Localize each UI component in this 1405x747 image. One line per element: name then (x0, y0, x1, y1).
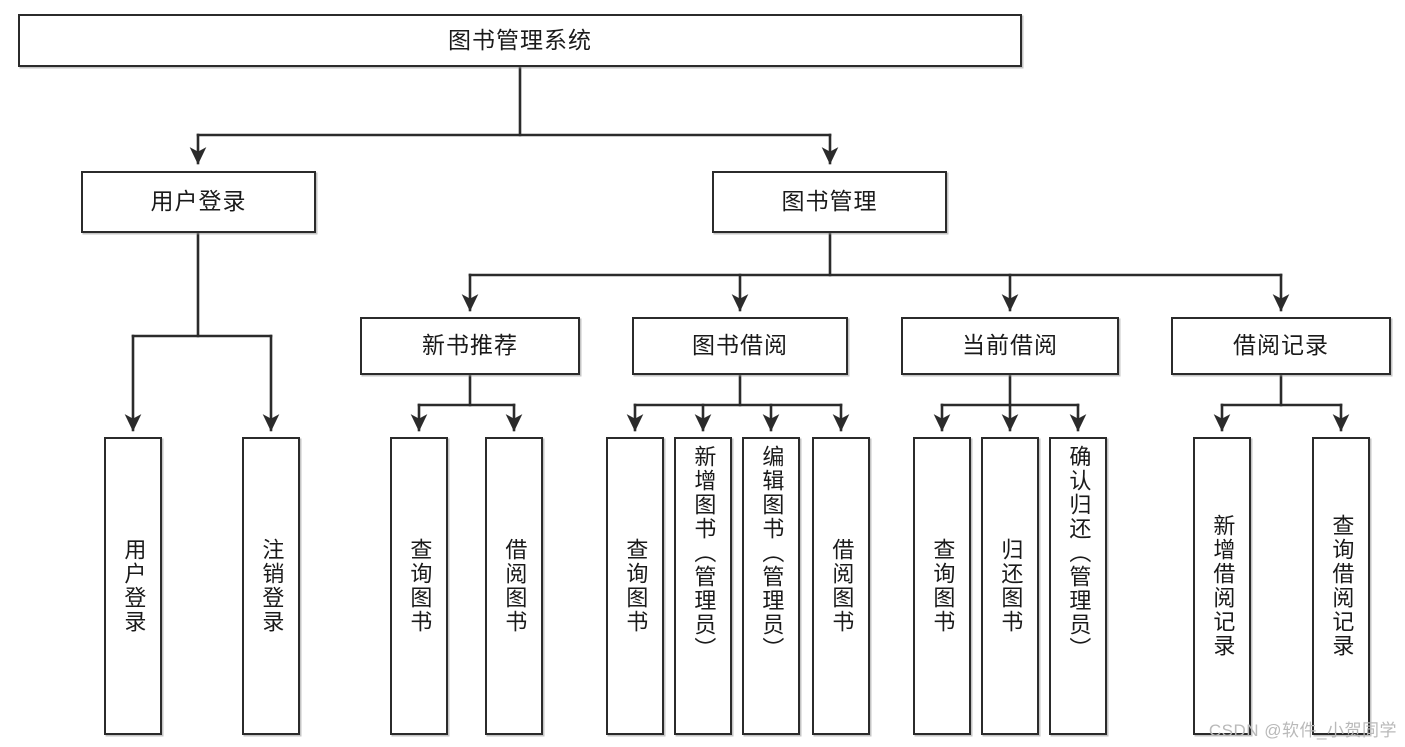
leaf-book-borrow-edit[interactable]: 编辑图书（管理员） (742, 437, 800, 735)
leaf-user-login-login[interactable]: 用户登录 (104, 437, 162, 735)
leaf-new-book-borrow[interactable]: 借阅图书 (485, 437, 543, 735)
node-borrow-record[interactable]: 借阅记录 (1171, 317, 1391, 375)
leaf-current-borrow-return[interactable]: 归还图书 (981, 437, 1039, 735)
node-user-login[interactable]: 用户登录 (81, 171, 316, 233)
node-book-borrow[interactable]: 图书借阅 (632, 317, 848, 375)
leaf-borrow-record-add[interactable]: 新增借阅记录 (1193, 437, 1251, 735)
leaf-book-borrow-add[interactable]: 新增图书（管理员） (674, 437, 732, 735)
leaf-user-login-logout[interactable]: 注销登录 (242, 437, 300, 735)
node-root-system[interactable]: 图书管理系统 (18, 14, 1022, 67)
leaf-current-borrow-query[interactable]: 查询图书 (913, 437, 971, 735)
leaf-book-borrow-borrow[interactable]: 借阅图书 (812, 437, 870, 735)
node-new-book-recommend[interactable]: 新书推荐 (360, 317, 580, 375)
leaf-new-book-query[interactable]: 查询图书 (390, 437, 448, 735)
leaf-borrow-record-query[interactable]: 查询借阅记录 (1312, 437, 1370, 735)
leaf-book-borrow-query[interactable]: 查询图书 (606, 437, 664, 735)
leaf-current-borrow-confirm-return[interactable]: 确认归还（管理员） (1049, 437, 1107, 735)
node-current-borrow[interactable]: 当前借阅 (901, 317, 1119, 375)
csdn-watermark: CSDN @软件_小贺同学 (1208, 721, 1397, 740)
node-book-management[interactable]: 图书管理 (712, 171, 947, 233)
